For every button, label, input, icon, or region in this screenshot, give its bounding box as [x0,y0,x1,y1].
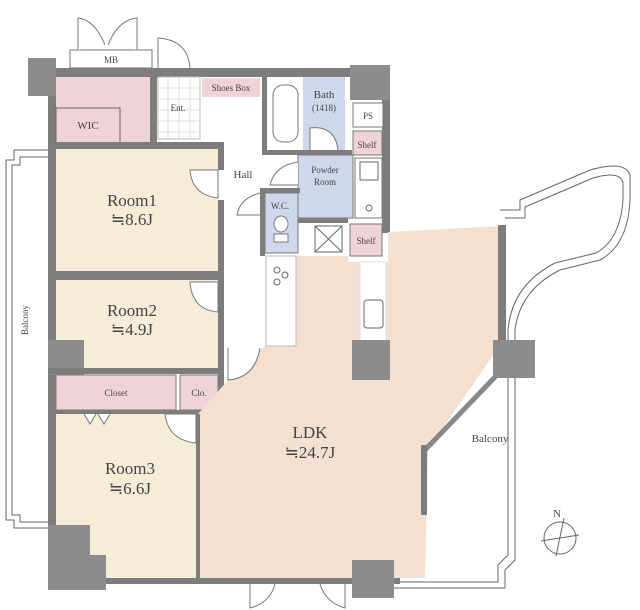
pipe-space [352,102,384,128]
balcony-left-outline [5,149,48,529]
bath-label: Bath [314,89,335,101]
ps-label: PS [363,111,373,121]
bathtub [272,84,299,143]
room1-area: ≒8.6J [111,210,154,229]
wc-label: W.C. [271,201,289,211]
shelf-lower-label: Shelf [357,236,376,246]
powder-room-label-1: Powder [311,165,339,175]
shelf-upper[interactable] [352,130,383,156]
room3-label: Room3 [105,459,155,478]
stove-icon [273,266,289,286]
powder-room-label-2: Room [314,177,336,187]
balcony-right-outline [392,165,631,589]
room2-area: ≒4.9J [111,320,154,339]
ldk-area: ≒24.7J [285,443,336,462]
column [493,340,535,378]
clo-label: Clo. [191,388,206,398]
closet[interactable] [55,374,177,411]
hall-label: Hall [234,169,253,181]
column [350,65,390,100]
wic-label: WIC [77,120,98,132]
powder-room [297,154,354,219]
shoes-box-label: Shoes Box [212,83,251,93]
north-compass-icon: N [540,508,580,557]
column [48,525,106,590]
room2-label: Room2 [107,301,157,320]
ldk-label: LDK [293,423,329,442]
balcony-right-label: Balcony [472,433,509,445]
balcony-left-label: Balcony [20,305,30,335]
compass-north-label: N [553,508,561,520]
shelf-lower[interactable] [349,223,383,257]
mb-label: MB [104,55,118,65]
column [28,58,56,96]
room3 [56,414,196,578]
toilet [273,215,289,233]
bath-size: (1418) [312,103,336,113]
room1-label: Room1 [107,191,157,210]
shoes-box[interactable] [202,78,260,97]
column [352,560,394,598]
meter-box [69,49,153,69]
closet-label: Closet [104,388,128,398]
kitchen-sink [363,299,384,329]
column [352,340,390,380]
room1 [56,149,218,271]
shelf-upper-label: Shelf [358,140,377,150]
ldk-room [198,226,500,578]
room3-area: ≒6.6J [109,479,152,498]
wic-room [56,77,150,143]
ent-label: Ent. [171,103,186,113]
